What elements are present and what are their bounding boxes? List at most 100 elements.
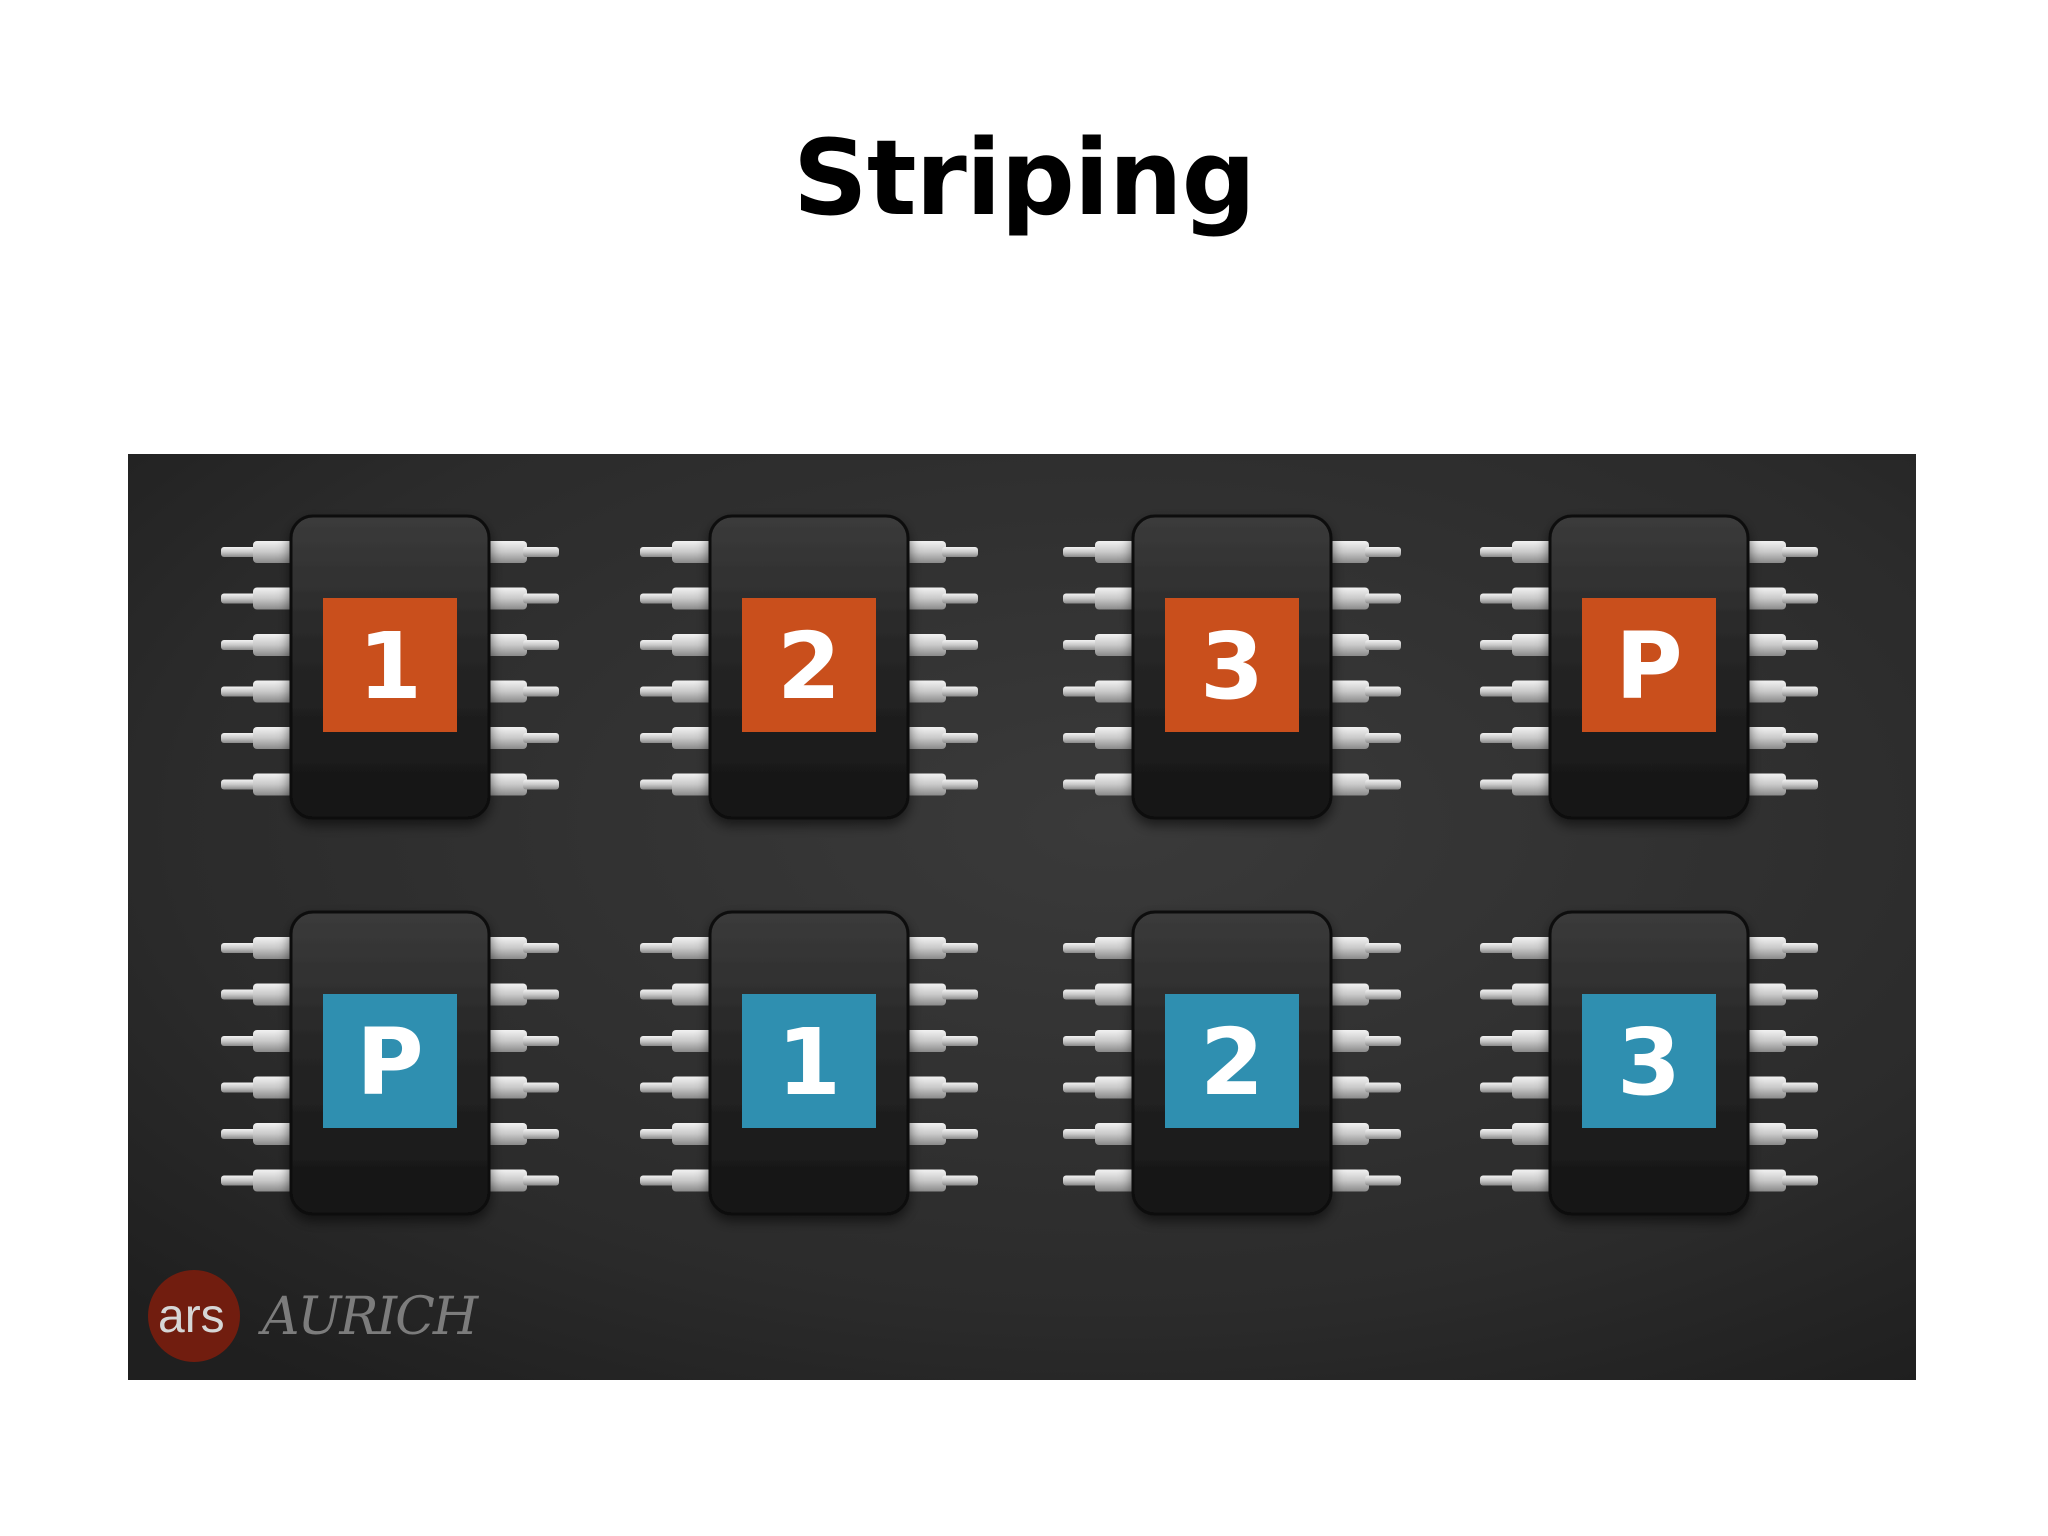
chip-pin <box>1746 634 1818 656</box>
chip-pin <box>906 680 978 703</box>
chip-pin <box>906 1030 978 1052</box>
chip-1-4: P <box>1480 514 1818 820</box>
chip-pin <box>640 1030 712 1052</box>
chip-label-text: P <box>1615 613 1682 720</box>
chip-pin <box>1063 937 1135 959</box>
chip-pin <box>1063 773 1135 796</box>
chip-pin <box>640 634 712 656</box>
chip-pin <box>1480 727 1552 749</box>
chip-pin <box>640 680 712 703</box>
chip-pin <box>487 1030 559 1052</box>
chip-pin <box>1063 727 1135 749</box>
chip-pin <box>1746 587 1818 610</box>
chip-label-square <box>1165 598 1299 732</box>
chip-pin <box>1480 587 1552 610</box>
chip-pin <box>1480 680 1552 703</box>
chip-label-square <box>1582 994 1716 1128</box>
chip-pin <box>1480 634 1552 656</box>
chip-pin <box>906 727 978 749</box>
chip-pin <box>1480 1076 1552 1099</box>
chip-pin <box>1329 680 1401 703</box>
chip-pin <box>1480 983 1552 1006</box>
chip-pin <box>1480 1030 1552 1052</box>
chip-pin <box>1063 587 1135 610</box>
ars-logo: ars <box>148 1270 240 1362</box>
chip-pin <box>221 634 293 656</box>
chip-pin <box>906 983 978 1006</box>
chip-pin <box>906 634 978 656</box>
chip-2-4: 3 <box>1480 910 1818 1216</box>
chip-label-square <box>1165 994 1299 1128</box>
chip-pin <box>221 1076 293 1099</box>
chip-pin <box>221 937 293 959</box>
chip-label-text: 2 <box>1200 1009 1264 1116</box>
chip-1-2: 2 <box>640 514 978 820</box>
chip-pin <box>1063 1169 1135 1192</box>
chip-pin <box>221 773 293 796</box>
chip-pin <box>640 1169 712 1192</box>
chip-label-square <box>323 598 457 732</box>
chip-pin <box>1063 1076 1135 1099</box>
chip-label-text: 2 <box>777 613 841 720</box>
chip-pin <box>221 1169 293 1192</box>
chip-label-square <box>323 994 457 1128</box>
chip-label-text: 3 <box>1200 613 1264 720</box>
chip-pin <box>221 587 293 610</box>
chip-pin <box>1329 937 1401 959</box>
chip-label-square <box>1582 598 1716 732</box>
chip-pin <box>1063 983 1135 1006</box>
chip-pin <box>487 1076 559 1099</box>
chip-1-1: 1 <box>221 514 559 820</box>
chip-pin <box>1063 1123 1135 1145</box>
chip-pin <box>487 634 559 656</box>
chip-pin <box>221 1123 293 1145</box>
chip-pin <box>221 1030 293 1052</box>
chip-pin <box>1746 1123 1818 1145</box>
chip-pin <box>640 541 712 563</box>
chip-label-text: 1 <box>777 1009 841 1116</box>
chip-2-3: 2 <box>1063 910 1401 1216</box>
chip-pin <box>1746 1169 1818 1192</box>
chip-2-1: P <box>221 910 559 1216</box>
chip-pin <box>640 1123 712 1145</box>
chip-pin <box>487 1169 559 1192</box>
chip-pin <box>1329 634 1401 656</box>
chip-pin <box>1329 773 1401 796</box>
chip-pin <box>1329 1123 1401 1145</box>
chip-pin <box>1746 680 1818 703</box>
chip-pin <box>906 541 978 563</box>
ars-logo-circle <box>148 1270 240 1362</box>
chip-pin <box>906 937 978 959</box>
chip-pin <box>640 937 712 959</box>
chip-pin <box>1746 727 1818 749</box>
chip-pin <box>1746 541 1818 563</box>
chip-pin <box>1063 541 1135 563</box>
chip-pin <box>487 983 559 1006</box>
slide-title: Striping <box>792 117 1256 239</box>
chip-pin <box>1063 680 1135 703</box>
chip-pin <box>1746 773 1818 796</box>
chip-pin <box>221 541 293 563</box>
chip-pin <box>221 727 293 749</box>
chip-pin <box>906 1076 978 1099</box>
chip-pin <box>487 937 559 959</box>
chip-pin <box>487 773 559 796</box>
chip-pin <box>487 587 559 610</box>
chip-pin <box>640 587 712 610</box>
chip-pin <box>906 587 978 610</box>
chip-pin <box>1746 1030 1818 1052</box>
chip-pin <box>487 541 559 563</box>
chip-pin <box>640 727 712 749</box>
chip-pin <box>640 1076 712 1099</box>
chip-pin <box>906 773 978 796</box>
chip-pin <box>1329 1076 1401 1099</box>
chip-pin <box>1746 937 1818 959</box>
chip-pin <box>1746 1076 1818 1099</box>
chip-pin <box>1329 1030 1401 1052</box>
chip-pin <box>1329 587 1401 610</box>
chip-label-square <box>742 994 876 1128</box>
chip-pin <box>221 680 293 703</box>
